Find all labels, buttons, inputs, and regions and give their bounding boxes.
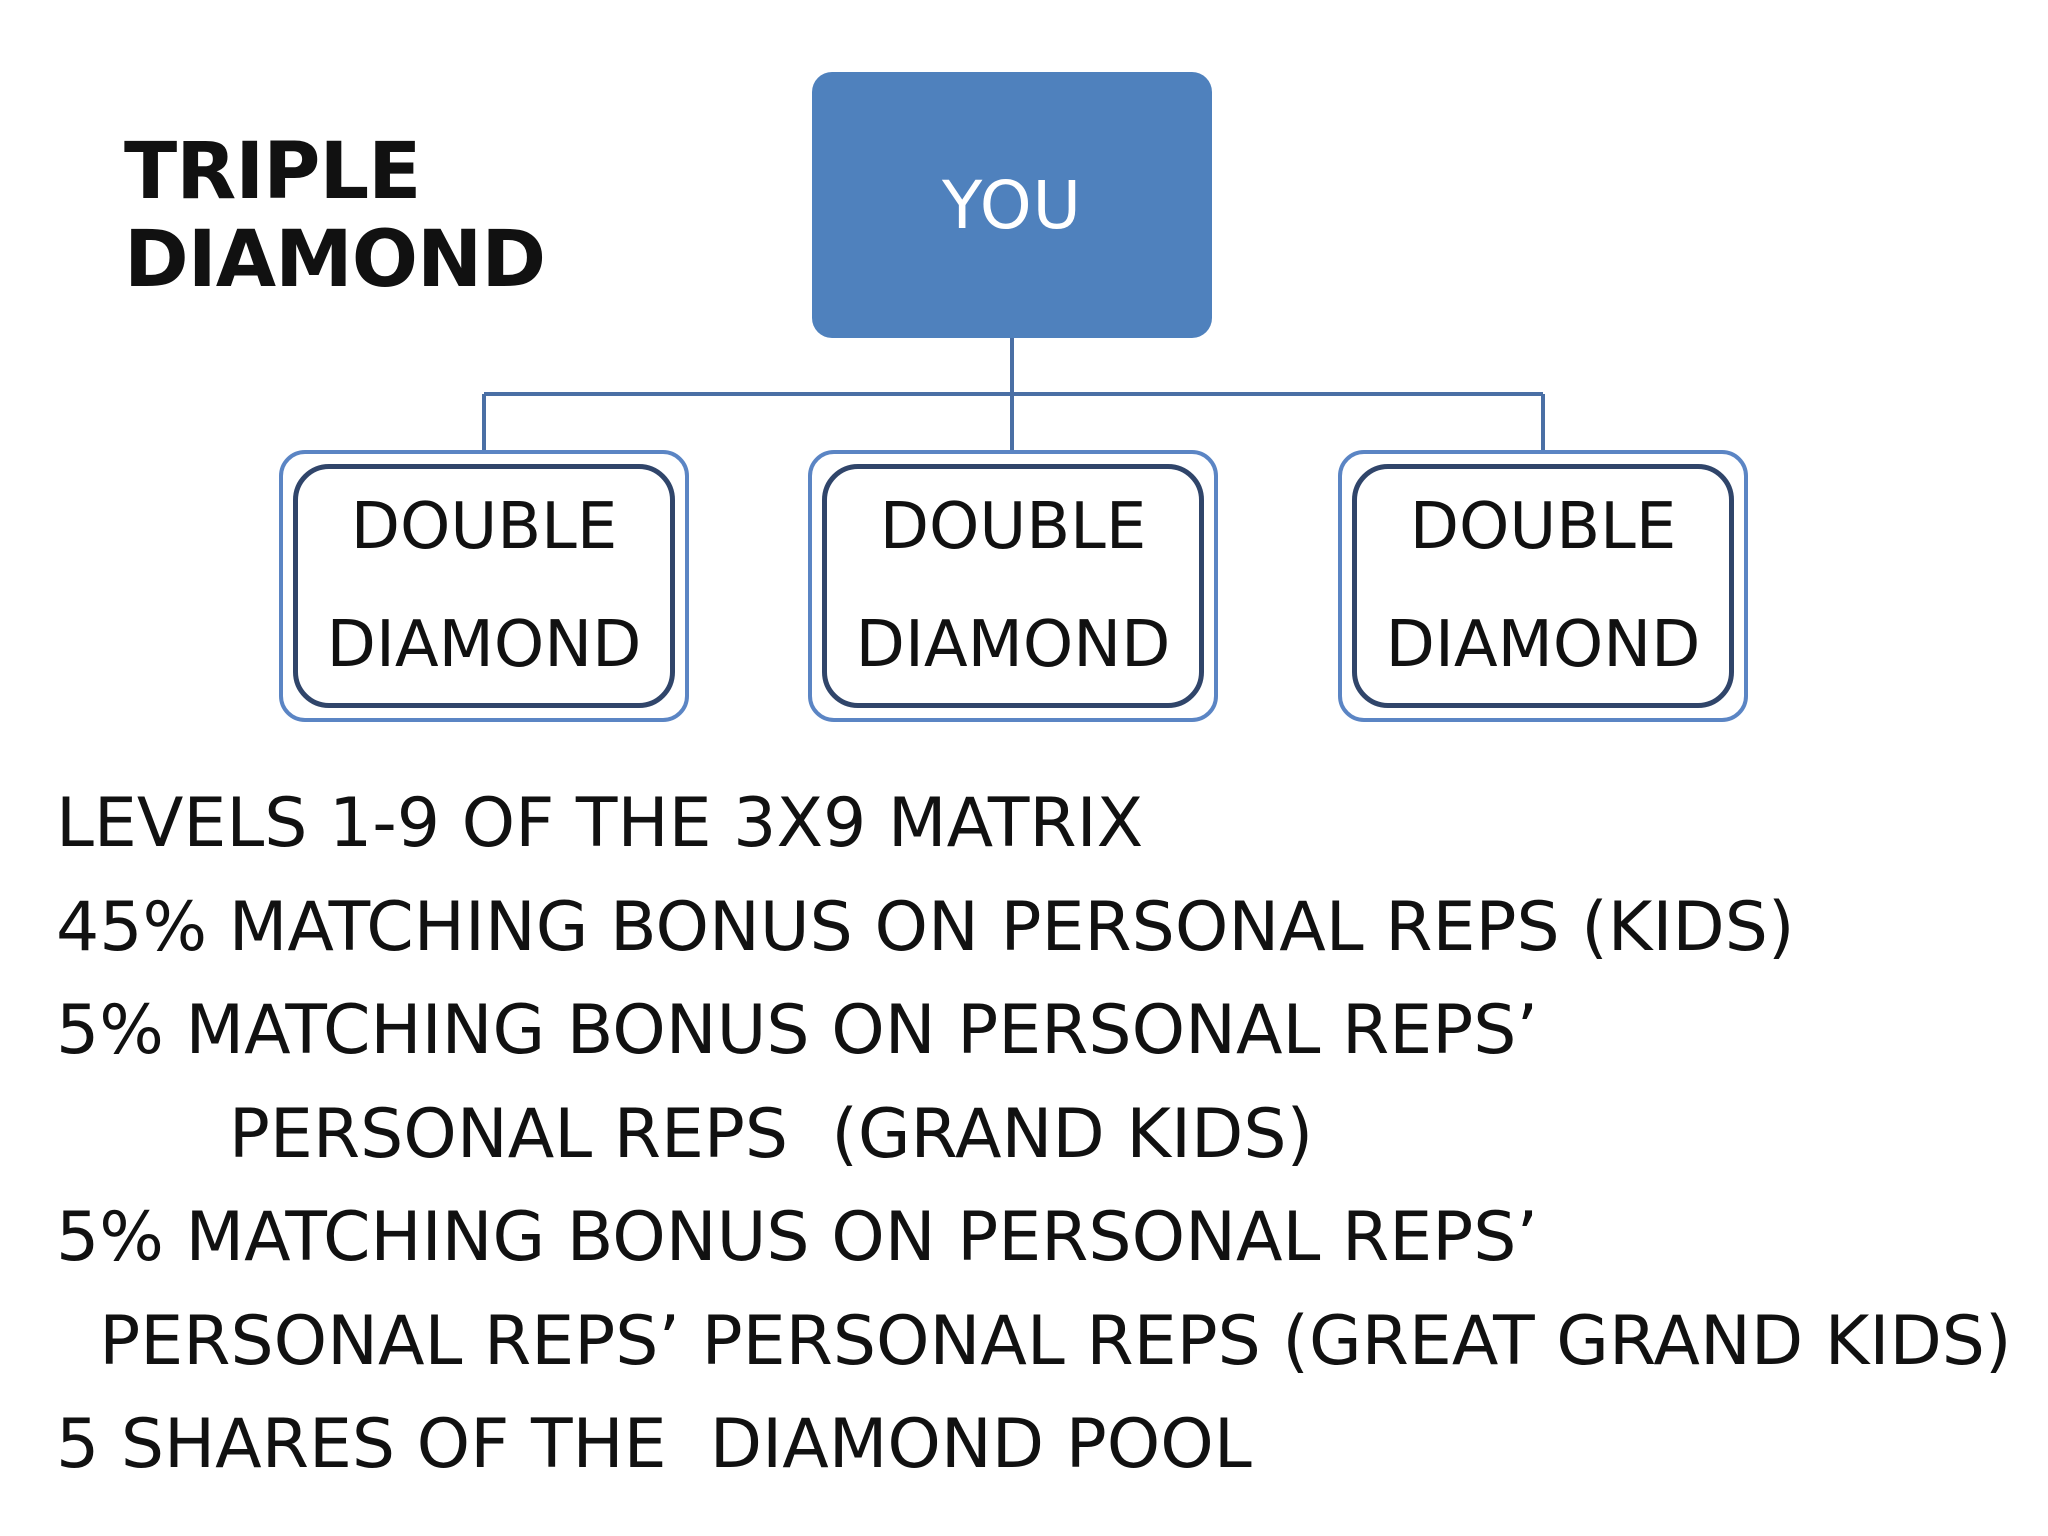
child-node-line-1: DOUBLE <box>879 490 1147 564</box>
title-line-1: TRIPLE <box>124 127 421 217</box>
benefit-line: LEVELS 1-9 OF THE 3X9 MATRIX <box>56 784 1144 863</box>
child-node-line-2: DIAMOND <box>855 608 1171 682</box>
benefit-line: PERSONAL REPS (GRAND KIDS) <box>56 1094 1314 1174</box>
benefit-line: 5% MATCHING BONUS ON PERSONAL REPS’ <box>56 1198 1538 1277</box>
benefit-line: 45% MATCHING BONUS ON PERSONAL REPS (KID… <box>56 887 1795 967</box>
benefit-line: 5 SHARES OF THE DIAMOND POOL <box>56 1405 1252 1484</box>
child-node-line-1: DOUBLE <box>350 490 618 564</box>
benefit-line: 5% MATCHING BONUS ON PERSONAL REPS’ <box>56 991 1538 1070</box>
child-node-inner: DOUBLE DIAMOND <box>1352 464 1734 708</box>
child-node-center: DOUBLE DIAMOND <box>808 450 1218 722</box>
child-node-inner: DOUBLE DIAMOND <box>822 464 1204 708</box>
child-node-line-2: DIAMOND <box>326 608 642 682</box>
child-node-line-2: DIAMOND <box>1385 608 1701 682</box>
child-node-right: DOUBLE DIAMOND <box>1338 450 1748 722</box>
slide-title: TRIPLE DIAMOND <box>124 127 546 305</box>
root-node-label: YOU <box>942 166 1082 244</box>
child-node-inner: DOUBLE DIAMOND <box>293 464 675 708</box>
title-line-2: DIAMOND <box>124 215 546 305</box>
benefits-list: LEVELS 1-9 OF THE 3X9 MATRIX 45% MATCHIN… <box>56 772 2036 1497</box>
benefit-line: PERSONAL REPS’ PERSONAL REPS (GREAT GRAN… <box>56 1301 2012 1381</box>
child-node-left: DOUBLE DIAMOND <box>279 450 689 722</box>
child-node-line-1: DOUBLE <box>1409 490 1677 564</box>
root-node-you: YOU <box>812 72 1212 338</box>
